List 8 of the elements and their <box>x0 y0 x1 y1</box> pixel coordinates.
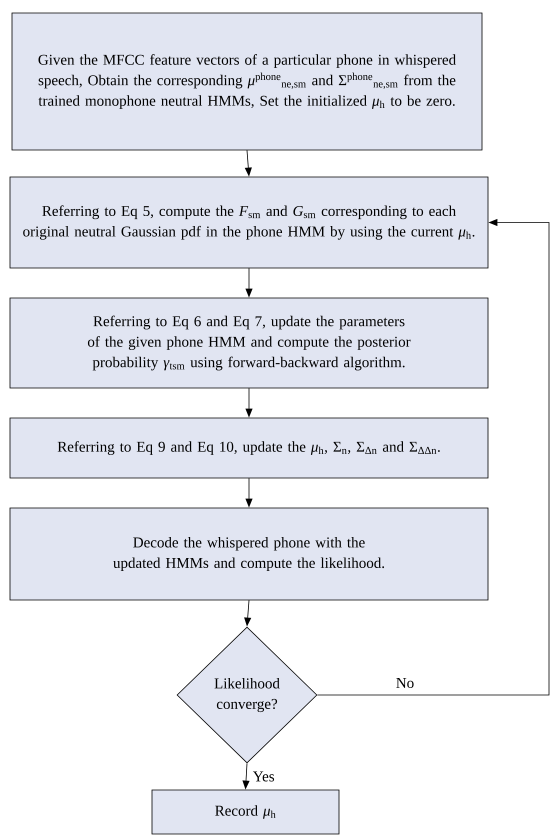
process-box: Referring to Eq 9 and Eq 10, update the μ$_{h}$, Σ$_{n}$, Σ$_{Δn}$ and Σ$_{ΔΔn}$. <box>10 418 488 478</box>
process-box: Referring to Eq 6 and Eq 7, update the parameters of the given phone HMM and compute the posterior probability γ$_{tsm}$ using forward-backward algorithm. <box>10 298 488 388</box>
edge-label: Yes <box>252 772 274 782</box>
process-box: Decode the whispered phone with the updated HMMs and compute the likelihood. <box>10 508 488 600</box>
process-box: Record μ$_{h}$ <box>152 790 340 834</box>
process-box: Referring to Eq 5, compute the F$_{sm}$ and G$_{sm}$ corresponding to each original neutral Gaussian pdf in the phone HMM by using the current μ$_{h}$. <box>10 176 488 268</box>
process-box: Given the MFCC feature vectors of a particular phone in whispered speech, Obtain the corresponding μ$^{phone}$$_{ne,sm}$ and Σ$^{phone}$$_{ne,sm}$ from the trained monophone neutral HMMs, Set the initialized μ$_{h}$ to be zero. <box>12 12 482 150</box>
edge-label: No <box>396 678 414 688</box>
